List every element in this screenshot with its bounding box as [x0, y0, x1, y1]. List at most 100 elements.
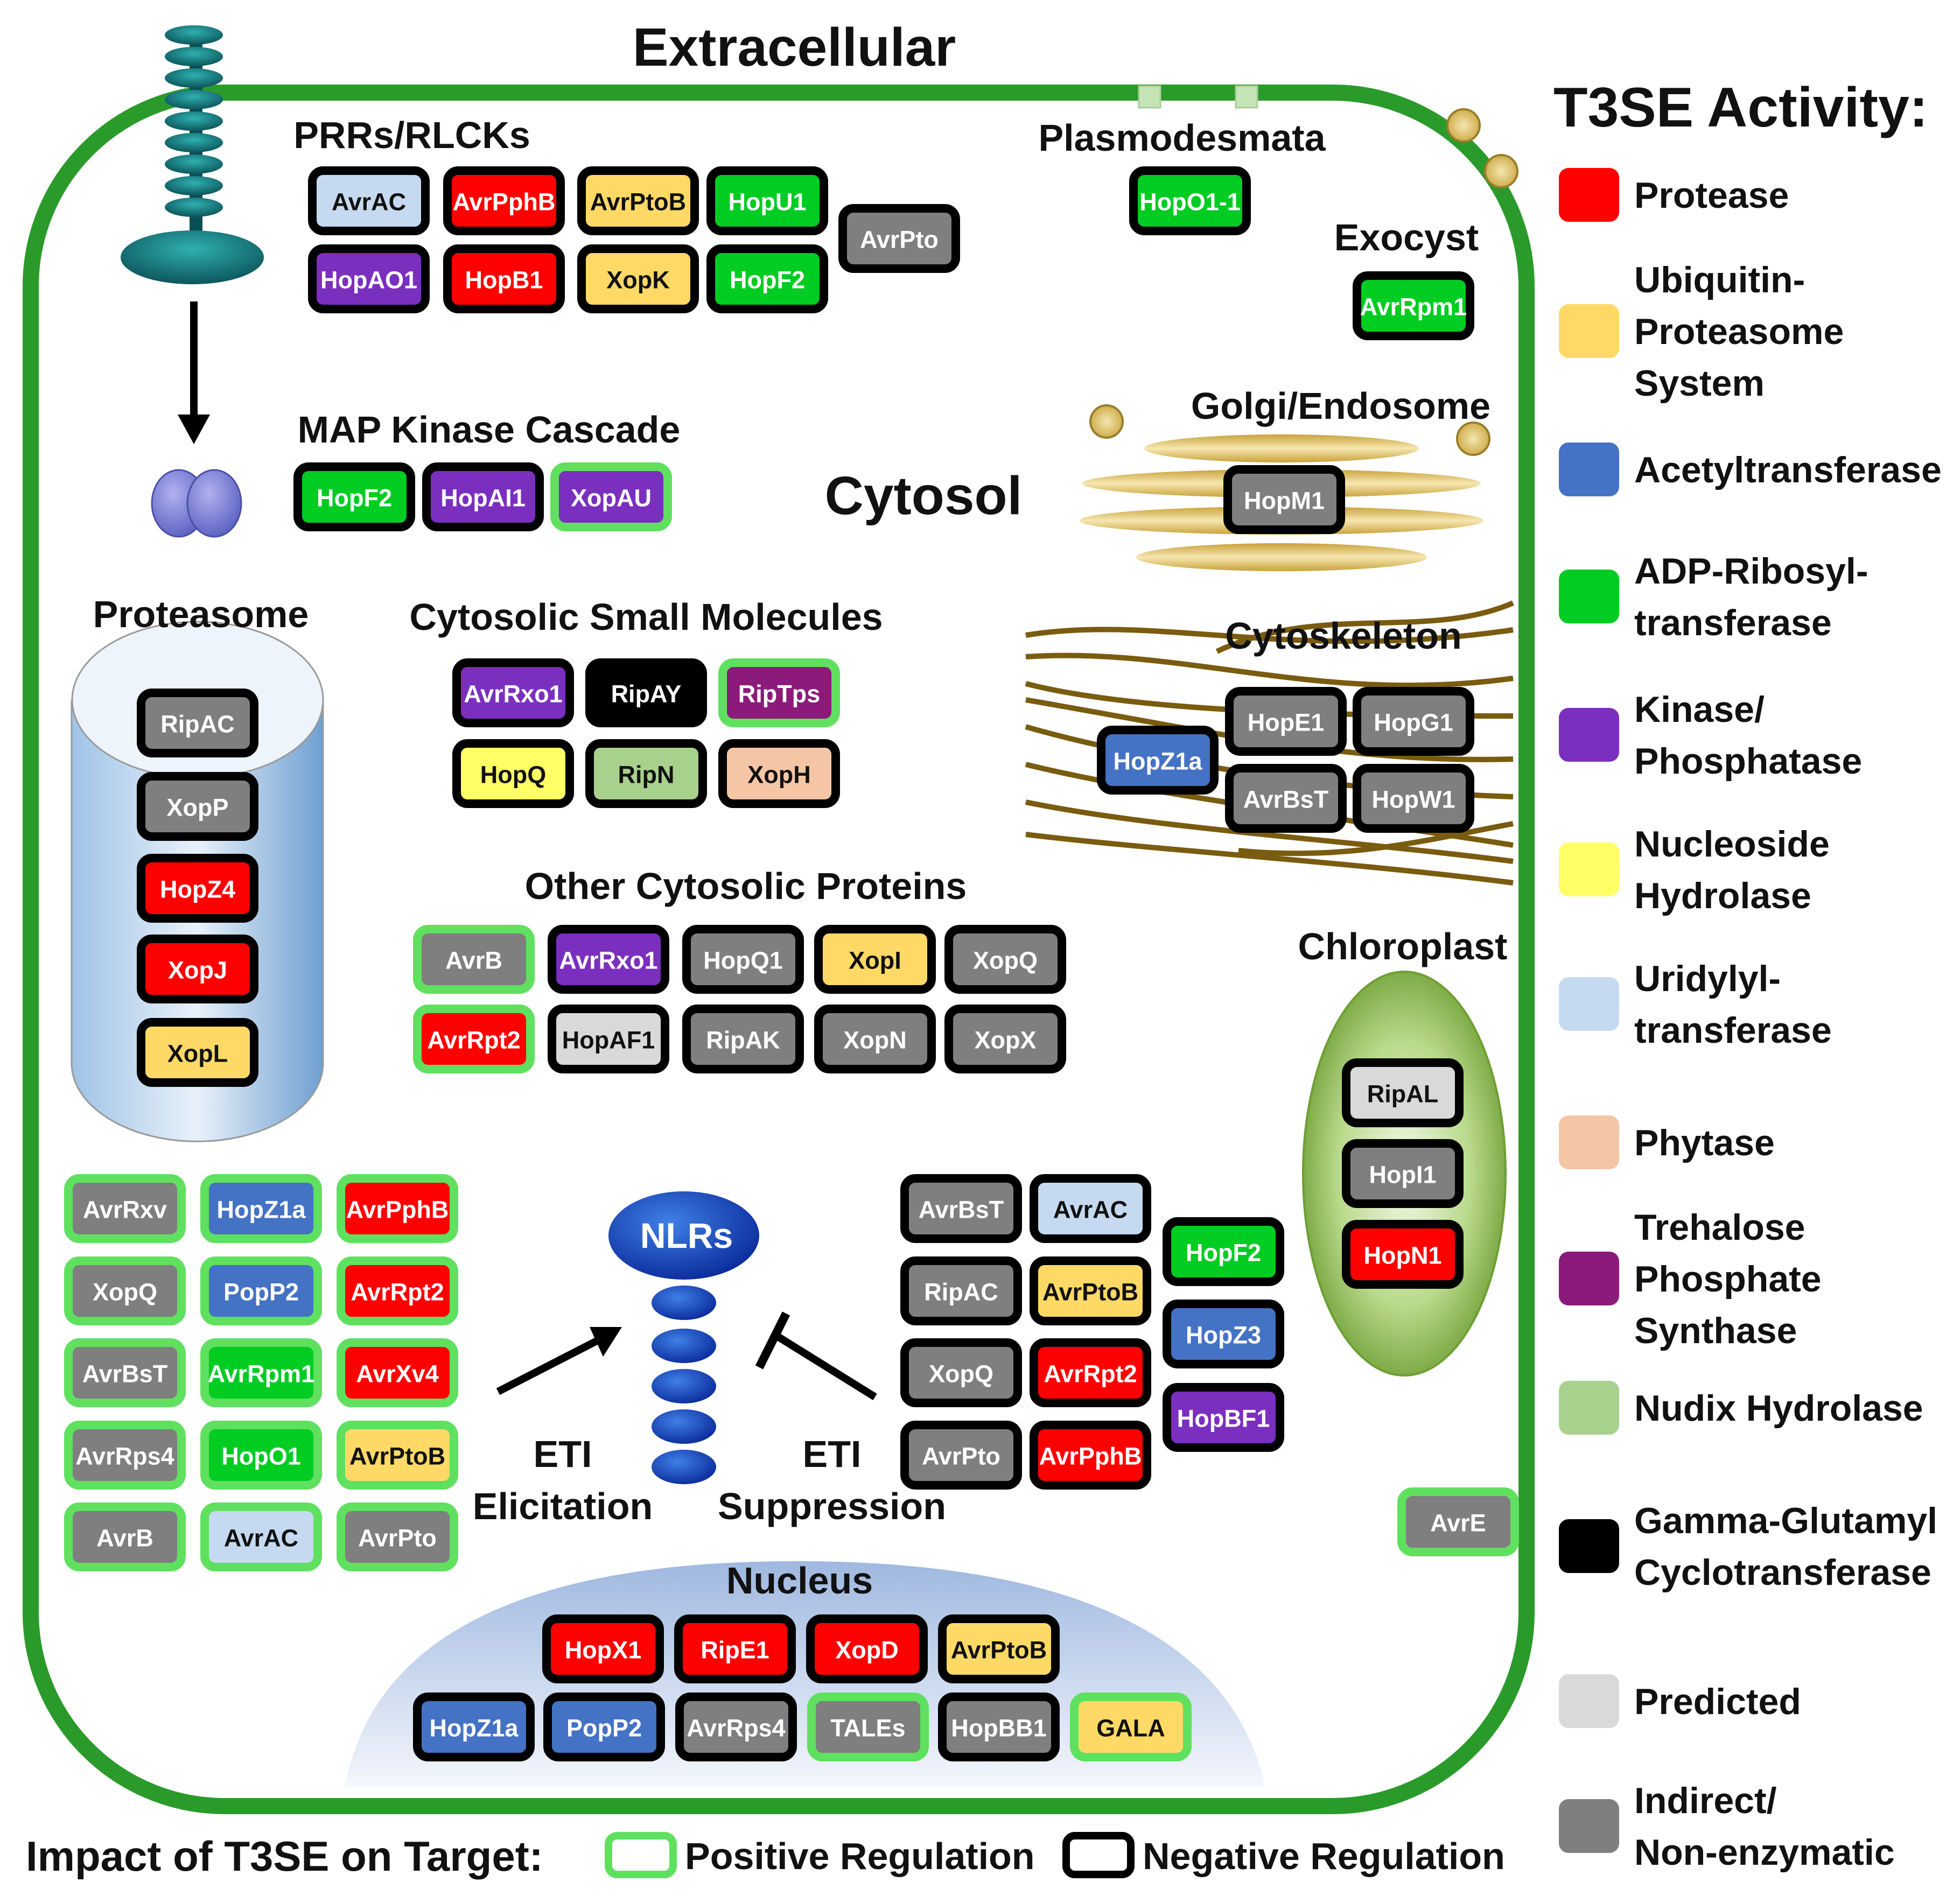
- legend-swatch: [1559, 304, 1619, 358]
- effector-label: HopZ1a: [1113, 748, 1202, 775]
- effector-label: HopZ1a: [216, 1196, 306, 1224]
- effector-label: AvrAC: [1053, 1196, 1128, 1224]
- effector-hopw1-cytoskeleton: HopW1: [1353, 764, 1474, 833]
- effector-label: XopK: [606, 266, 670, 294]
- legend-swatch: [1559, 977, 1619, 1031]
- effector-xopq-eti_elicit: XopQ: [64, 1256, 186, 1325]
- effector-box: [1225, 764, 1347, 833]
- vesicle-2: [1484, 154, 1518, 188]
- effector-xopp-proteasome: XopP: [137, 772, 258, 841]
- effector-box: [900, 1256, 1022, 1325]
- label-small-molecules: Cytosolic Small Molecules: [409, 596, 883, 638]
- effector-box: [674, 1614, 796, 1683]
- effector-box: [443, 166, 565, 235]
- label-eti-left: ETI: [534, 1433, 592, 1475]
- legend-label: Ubiquitin-: [1634, 259, 1805, 300]
- effector-avrpto-prrs: AvrPto: [838, 204, 960, 273]
- legend-swatch: [1559, 1799, 1619, 1853]
- effector-box: [1342, 1220, 1464, 1289]
- effector-box: [337, 1174, 458, 1243]
- effector-hopm1-golgi: HopM1: [1223, 465, 1345, 534]
- effector-label: HopN1: [1364, 1242, 1442, 1269]
- effector-label: AvrBsT: [82, 1360, 167, 1388]
- effector-label: XopH: [747, 761, 811, 789]
- effector-label: HopBF1: [1177, 1405, 1270, 1432]
- plasmodesmata-pore-2: [1235, 85, 1258, 109]
- legend-label: Indirect/: [1634, 1780, 1777, 1821]
- effector-hopbb1-nucleus: HopBB1: [938, 1693, 1060, 1761]
- effector-avre-cytosol_misc: AvrE: [1397, 1487, 1519, 1556]
- effector-box: [137, 689, 258, 757]
- effector-label: RipAC: [924, 1279, 998, 1306]
- effector-box: [585, 658, 707, 727]
- effector-avrrxo1-small: AvrRxo1: [452, 658, 574, 727]
- effector-box: [944, 925, 1066, 994]
- effector-label: XopQ: [93, 1279, 157, 1306]
- effector-avrbst-eti_suppress: AvrBsT: [900, 1174, 1022, 1243]
- effector-xopq-other: XopQ: [944, 925, 1066, 994]
- effector-box: [838, 204, 960, 273]
- effector-box: [577, 166, 699, 235]
- effector-hopq1-other: HopQ1: [682, 925, 804, 994]
- effector-xopk-prrs: XopK: [577, 244, 699, 313]
- cell-membrane: [23, 85, 1535, 1814]
- effector-box: [900, 1421, 1022, 1490]
- effector-box: [1163, 1383, 1284, 1452]
- effector-avrptob-prrs: AvrPtoB: [577, 166, 699, 235]
- effector-box: [814, 1005, 936, 1073]
- effector-label: HopF2: [730, 266, 805, 294]
- legend-label: Phosphate: [1634, 1259, 1822, 1300]
- effector-box: [706, 244, 828, 313]
- effector-hopb1-prrs: HopB1: [443, 244, 565, 313]
- legend-label: Uridylyl-: [1634, 958, 1781, 999]
- effector-avrac-eti_elicit: AvrAC: [200, 1502, 322, 1571]
- effector-box: [200, 1338, 322, 1407]
- effector-box: [682, 1005, 804, 1073]
- label-chloroplast: Chloroplast: [1298, 925, 1508, 967]
- legend-label: Trehalose: [1634, 1207, 1805, 1248]
- effector-box: [452, 658, 574, 727]
- effector-box: [337, 1421, 458, 1490]
- label-mapk: MAP Kinase Cascade: [298, 409, 681, 451]
- label-plasmodesmata: Plasmodesmata: [1038, 117, 1326, 159]
- effector-box: [1397, 1487, 1519, 1556]
- effector-label: HopB1: [465, 266, 543, 294]
- effector-hopq-small: HopQ: [452, 739, 574, 808]
- label-exocyst: Exocyst: [1334, 216, 1479, 258]
- effector-ripac-eti_suppress: RipAC: [900, 1256, 1022, 1325]
- legend-item-adp: ADP-Ribosyl-transferase: [1559, 551, 1868, 643]
- effector-label: XopL: [167, 1040, 228, 1068]
- effector-xopi-other: XopI: [814, 925, 936, 994]
- effector-box: [807, 1693, 929, 1761]
- effector-box: [137, 935, 258, 1003]
- effector-avrrps4-eti_elicit: AvrRps4: [64, 1421, 186, 1490]
- effector-hopx1-nucleus: HopX1: [542, 1614, 664, 1683]
- effector-label: AvrPto: [358, 1525, 437, 1552]
- effector-hope1-cytoskeleton: HopE1: [1225, 687, 1347, 756]
- effector-box: [452, 739, 574, 808]
- effector-label: XopAU: [571, 484, 652, 512]
- effector-hopf2-prrs: HopF2: [706, 244, 828, 313]
- effector-box: [706, 166, 828, 235]
- effector-box: [1030, 1338, 1151, 1407]
- legend-item-predicted: Predicted: [1559, 1674, 1801, 1728]
- negative-regulation-label: Negative Regulation: [1143, 1835, 1505, 1877]
- effector-label: PopP2: [223, 1279, 299, 1306]
- effector-label: HopF2: [317, 484, 392, 512]
- effector-label: HopF2: [1186, 1239, 1261, 1267]
- effector-box: [413, 925, 535, 994]
- effector-avrb-eti_elicit: AvrB: [64, 1502, 186, 1571]
- effector-label: AvrPphB: [1039, 1443, 1142, 1470]
- label-extracellular: Extracellular: [633, 17, 956, 78]
- legend-item-uridylyl: Uridylyl-transferase: [1559, 958, 1832, 1051]
- effector-box: [413, 1005, 535, 1073]
- effector-avrb-other: AvrB: [413, 925, 535, 994]
- effector-label: XopQ: [929, 1360, 993, 1388]
- effector-box: [585, 739, 707, 808]
- effector-label: HopE1: [1248, 709, 1325, 736]
- effector-box: [200, 1502, 322, 1571]
- effector-box: [548, 1005, 669, 1073]
- effector-avrac-eti_suppress: AvrAC: [1030, 1174, 1151, 1243]
